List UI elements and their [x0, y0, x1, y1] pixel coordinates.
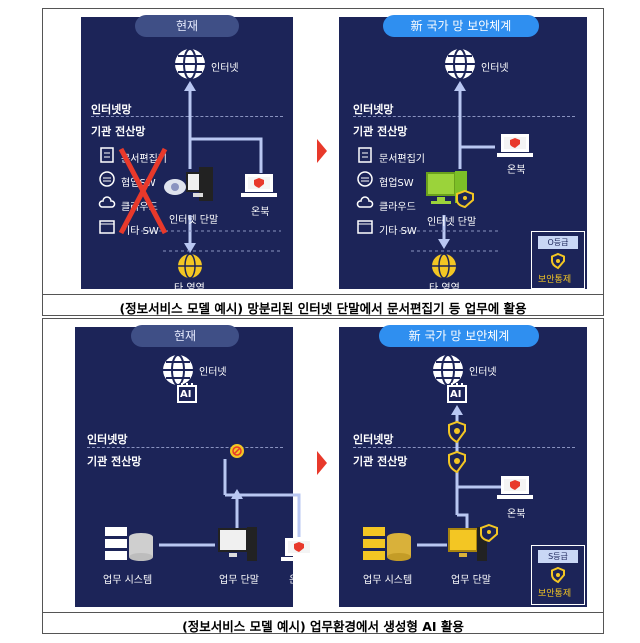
ai-chip-icon: [177, 383, 197, 403]
internet-network-label: 인터넷망: [91, 103, 132, 116]
system-label: 업무 시스템: [103, 575, 153, 586]
connector-lines: [141, 81, 281, 253]
tool-label: 문서편집기: [121, 154, 167, 165]
bottom-current-pill: 현재: [131, 325, 239, 347]
internet-globe-icon: [445, 48, 475, 80]
top-current-pill: 현재: [135, 15, 239, 37]
business-system-icon: [105, 527, 153, 561]
bottom-figure: 현재 인터넷 AI 인터넷망 기관 전산망: [42, 318, 604, 634]
collaboration-icon: [99, 171, 115, 187]
tool-label: 협업SW: [379, 178, 414, 189]
cloud-icon: [356, 196, 374, 208]
top-caption: (정보서비스 모델 예시) 망분리된 인터넷 단말에서 문서편집기 등 업무에 …: [119, 301, 527, 316]
collaboration-icon: [357, 171, 373, 187]
transition-arrow-icon: [317, 139, 327, 163]
internet-terminal-icon: [164, 167, 213, 201]
agency-network-label: 기관 전산망: [353, 455, 408, 468]
network-divider: [353, 447, 575, 448]
green-terminal-icon: [426, 171, 474, 209]
agency-network-label: 기관 전산망: [87, 455, 142, 468]
onnara-label: 온북: [507, 165, 526, 176]
terminal-label: 인터넷 단말: [169, 215, 219, 226]
document-editor-icon: [100, 147, 114, 163]
internet-globe-icon: [163, 354, 193, 386]
terminal-label: 업무 단말: [451, 575, 491, 586]
bottom-new-pill: 新 국가 망 보안체계: [379, 325, 539, 347]
caption-divider: [43, 612, 603, 613]
other-software-icon: [99, 220, 115, 234]
security-control-label: 보안통제: [538, 275, 572, 285]
other-area-globe-icon: [432, 253, 456, 279]
ai-label: AI: [450, 389, 462, 400]
ai-chip-icon: [447, 383, 467, 403]
internet-label: 인터넷: [199, 367, 227, 378]
bottom-caption: (정보서비스 모델 예시) 업무환경에서 생성형 AI 활용: [182, 619, 464, 634]
internet-label: 인터넷: [469, 367, 497, 378]
blocked-sign-icon: [230, 444, 244, 458]
onnara-label: 온북: [251, 207, 270, 218]
grade-badge: O등급: [538, 236, 578, 249]
onnara-label: 온북: [507, 509, 526, 520]
transition-arrow-icon: [317, 451, 327, 475]
tool-label: 클라우드: [121, 202, 158, 213]
agency-network-label: 기관 전산망: [91, 125, 146, 138]
internet-label: 인터넷: [481, 63, 509, 74]
caption-divider: [43, 294, 603, 295]
grade-box: S등급 보안통제: [531, 545, 585, 605]
grade-box: O등급 보안통제: [531, 231, 585, 289]
other-area-label: 타 영역: [174, 283, 205, 294]
terminal-label: 인터넷 단말: [427, 217, 477, 228]
cloud-icon: [98, 196, 116, 208]
ai-label: AI: [180, 389, 192, 400]
network-divider: [353, 116, 575, 117]
top-figure: 현재 인터넷 인터넷망 기관 전산망 문서편집기 협업SW 클라우드: [42, 8, 604, 316]
agency-network-label: 기관 전산망: [353, 125, 408, 138]
other-software-icon: [357, 220, 373, 234]
internet-network-label: 인터넷망: [87, 433, 128, 446]
onnara-laptop-icon: [497, 476, 533, 499]
other-area-globe-icon: [178, 253, 202, 279]
bottom-current-panel: 현재 인터넷 AI 인터넷망 기관 전산망: [75, 325, 317, 607]
security-control-label: 보안통제: [538, 589, 572, 599]
shield-icon: [551, 252, 565, 270]
tool-label: 기타 SW: [379, 226, 417, 237]
internet-network-label: 인터넷망: [353, 103, 394, 116]
onnara-laptop-icon: [241, 174, 277, 197]
top-new-pill: 新 국가 망 보안체계: [383, 15, 539, 37]
connector-lines: [399, 81, 499, 252]
grade-badge: S등급: [538, 550, 578, 563]
shield-icon: [448, 420, 466, 444]
system-label: 업무 시스템: [363, 575, 413, 586]
other-area-label: 타 영역: [429, 283, 460, 294]
connector-lines: [159, 459, 301, 547]
tool-label: 문서편집기: [379, 154, 425, 165]
work-terminal-icon: [218, 527, 257, 561]
onnara-laptop-icon: [497, 134, 533, 157]
bottom-new-panel: 新 국가 망 보안체계 인터넷 AI 인터넷망 기관 전산망: [339, 325, 587, 607]
onnara-laptop-icon: [281, 538, 317, 561]
top-current-panel: 현재 인터넷 인터넷망 기관 전산망 문서편집기 협업SW 클라우드: [81, 15, 293, 294]
internet-network-label: 인터넷망: [353, 433, 394, 446]
internet-label: 인터넷: [211, 63, 239, 74]
onnara-label: 온북: [289, 575, 308, 586]
work-terminal-icon: [448, 523, 498, 561]
network-divider: [91, 116, 283, 117]
top-new-panel: 新 국가 망 보안체계 인터넷 인터넷망 기관 전산망 문서편집기 협업SW 클…: [339, 15, 587, 294]
blocked-x-icon: [118, 147, 168, 235]
business-system-icon: [363, 527, 411, 561]
tool-label: 클라우드: [379, 202, 416, 213]
network-divider: [87, 447, 283, 448]
terminal-label: 업무 단말: [219, 575, 259, 586]
internet-globe-icon: [175, 48, 205, 80]
tool-label: 기타 SW: [121, 226, 159, 237]
shield-icon: [551, 566, 565, 584]
shield-icon: [448, 450, 466, 474]
internet-globe-icon: [433, 354, 463, 386]
document-editor-icon: [358, 147, 372, 163]
